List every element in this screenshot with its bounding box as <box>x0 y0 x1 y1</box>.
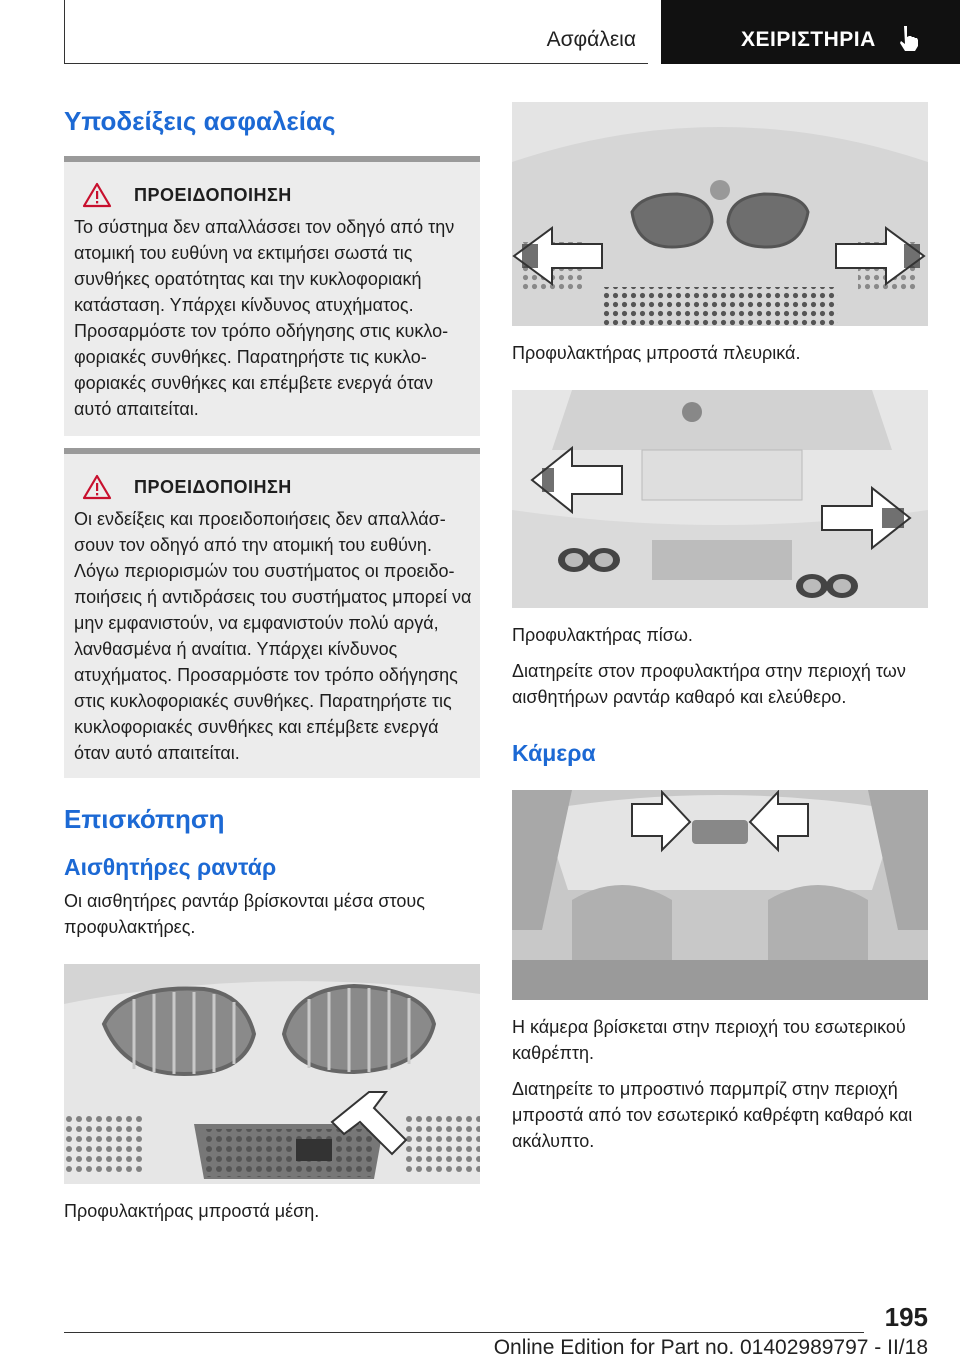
right-column: Προφυλακτήρας μπροστά πλευρικά. Προφυλακ… <box>512 100 928 1154</box>
warning-box-2: ΠΡΟΕΙΔΟΠΟΙΗΣΗ Οι ενδείξεις και προειδοπο… <box>64 448 480 778</box>
left-column: Υποδείξεις ασφαλείας ΠΡΟΕΙΔΟΠΟΙΗΣΗ Το σύ… <box>64 100 480 1224</box>
caption-front-center: Προφυλακτήρας μπροστά μέση. <box>64 1201 320 1221</box>
warning-label-2: ΠΡΟΕΙΔΟΠΟΙΗΣΗ <box>134 476 292 497</box>
radar-sensors-text: Οι αισθητήρες ραντάρ βρίσκονται μέσα στο… <box>64 891 425 937</box>
rear-bumper-figure <box>512 390 928 608</box>
radar-sensors-heading: Αισθητήρες ραντάρ <box>64 854 277 880</box>
header-section-tab: Ασφάλεια <box>64 0 648 64</box>
camera-clean-text: Διατηρείτε το μπροστινό παρμπρίζ στην πε… <box>512 1079 913 1151</box>
header-manual-label: ΧΕΙΡΙΣΤΗΡΙΑ <box>741 28 876 51</box>
caption-front-side: Προφυλακτήρας μπροστά πλευρικά. <box>512 343 801 363</box>
hand-pointer-icon <box>900 26 918 51</box>
front-side-bumper-figure <box>512 102 928 326</box>
header-manual-tab: ΧΕΙΡΙΣΤΗΡΙΑ <box>661 0 960 64</box>
safety-notes-heading: Υποδείξεις ασφαλείας <box>64 106 336 136</box>
camera-location-text: Η κάμερα βρίσκεται στην περιοχή του εσωτ… <box>512 1017 906 1063</box>
keep-clean-text: Διατηρείτε στον προφυλακτήρα στην περιοχ… <box>512 661 906 707</box>
warning-triangle-icon <box>82 182 112 208</box>
warning-triangle-icon <box>82 474 112 500</box>
caption-rear: Προφυλακτήρας πίσω. <box>512 625 693 645</box>
footer-divider <box>64 1332 864 1333</box>
warning-text-1: Το σύστημα δεν απαλλάσσει τον οδηγό από … <box>74 217 455 419</box>
warning-label-1: ΠΡΟΕΙΔΟΠΟΙΗΣΗ <box>134 184 292 205</box>
interior-camera-figure <box>512 790 928 1000</box>
header-section-label: Ασφάλεια <box>546 28 636 51</box>
camera-heading: Κάμερα <box>512 740 596 766</box>
page-number: 195 <box>884 1302 928 1332</box>
front-center-bumper-figure <box>64 964 480 1184</box>
footer-edition: Online Edition for Part no. 01402989797 … <box>493 1336 928 1359</box>
warning-box-1: ΠΡΟΕΙΔΟΠΟΙΗΣΗ Το σύστημα δεν απαλλάσσει … <box>64 156 480 436</box>
overview-heading: Επισκόπηση <box>64 804 225 834</box>
warning-text-2: Οι ενδείξεις και προειδοποιήσεις δεν απα… <box>74 509 472 763</box>
